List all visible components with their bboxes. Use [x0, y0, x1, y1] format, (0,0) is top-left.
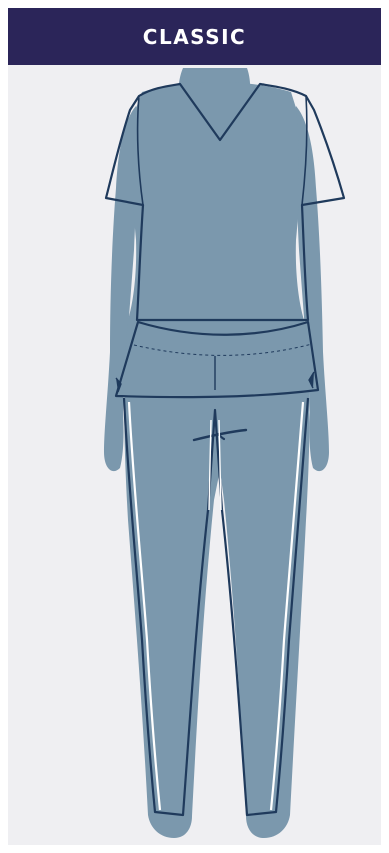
fit-card: CLASSIC	[8, 8, 381, 845]
body-torso	[128, 82, 304, 320]
fit-figure	[8, 65, 381, 845]
fit-title: CLASSIC	[143, 25, 246, 49]
fit-header: CLASSIC	[8, 8, 381, 65]
classic-fit-scrubs-figure	[8, 65, 381, 845]
